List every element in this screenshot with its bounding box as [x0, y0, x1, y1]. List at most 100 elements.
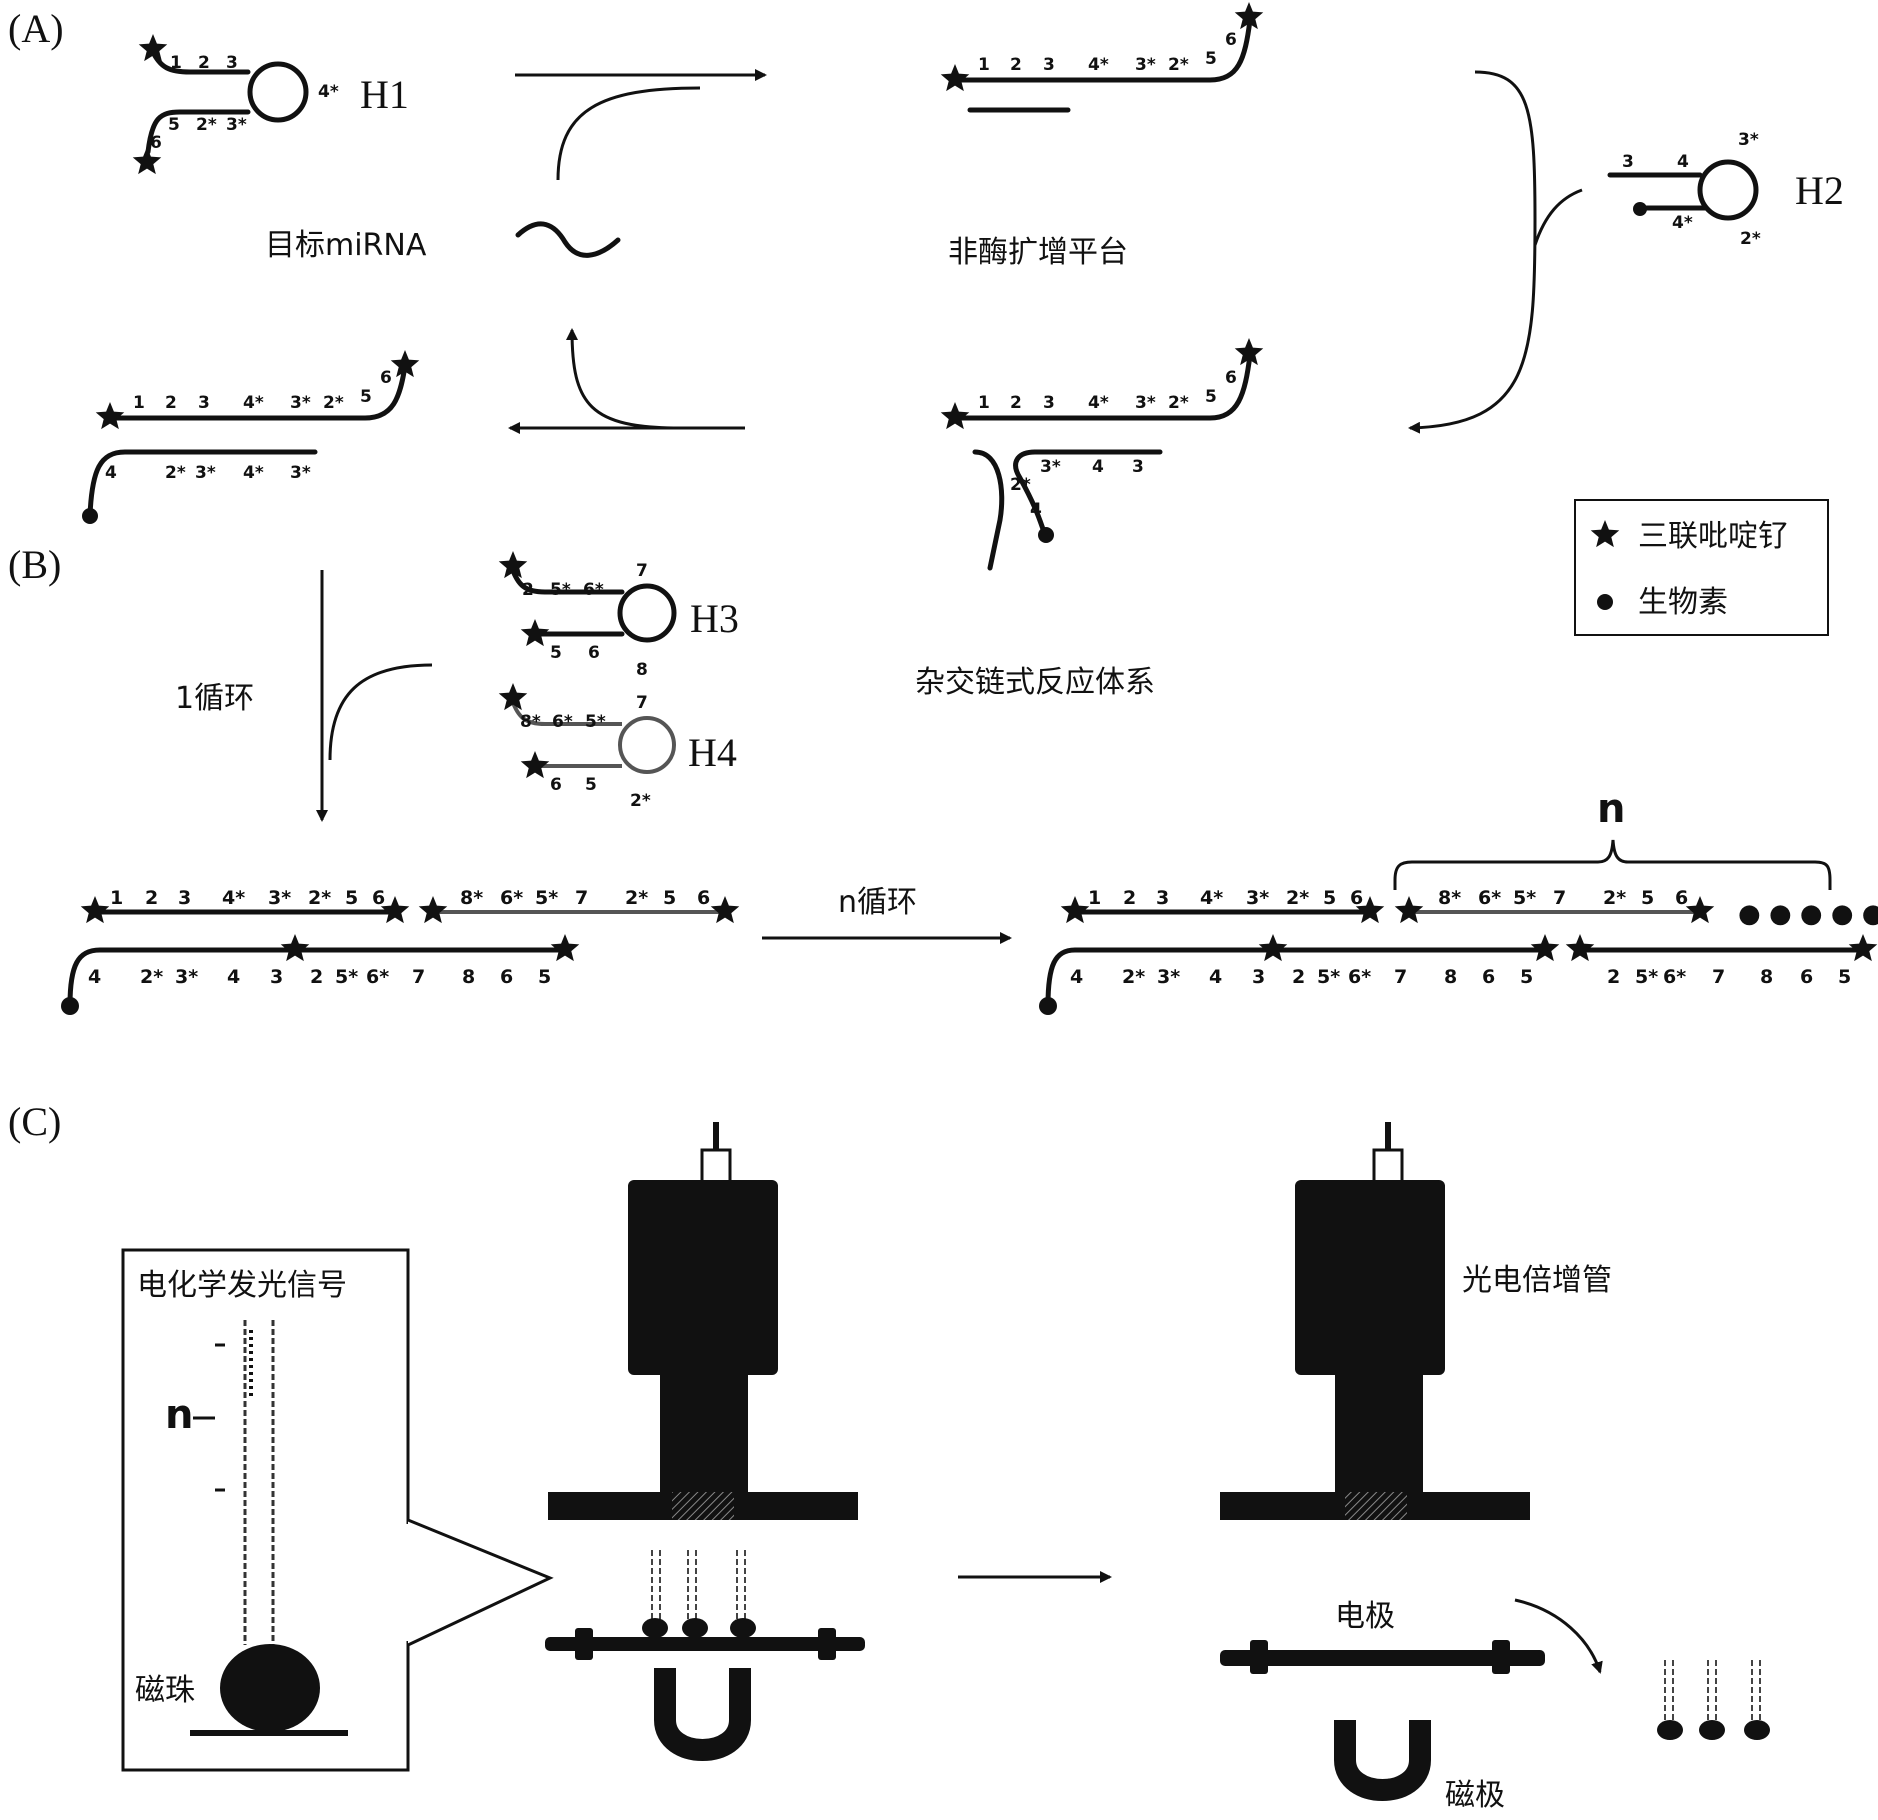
ru-star-icon — [1565, 934, 1595, 962]
biotin-dot-icon — [61, 997, 79, 1015]
hairpin-h1: 1 2 3 4* 5 2* 3* 6 H1 — [132, 34, 409, 175]
hairpin-label-h2: H2 — [1795, 168, 1844, 213]
ru-star-icon — [95, 402, 125, 430]
segment-label: 6 — [1675, 887, 1688, 909]
segment-label: 2* — [1740, 229, 1761, 249]
segment-label: 3 — [1132, 457, 1144, 477]
segment-label: 3* — [290, 393, 311, 413]
segment-label: 2* — [625, 887, 648, 909]
segment-label: 2 — [198, 53, 210, 73]
platform-label: 非酶扩增平台 — [948, 235, 1128, 270]
bead-label: 磁珠 — [135, 1673, 195, 1708]
segment-label: 4* — [1672, 213, 1693, 233]
segment-label: 4 — [1070, 966, 1083, 988]
segment-label: 3* — [268, 887, 291, 909]
hairpin-h2: 3 4 3* 4* 2* H2 — [1607, 130, 1844, 249]
segment-label: 7 — [636, 561, 648, 581]
segment-label: 7 — [636, 693, 648, 713]
legend: 三联吡啶钌 生物素 — [1574, 499, 1829, 636]
panel-label-a: (A) — [8, 6, 64, 51]
magnetic-bead — [220, 1644, 320, 1732]
segment-label: 2* — [1286, 887, 1309, 909]
segment-label: 6* — [1478, 887, 1501, 909]
segment-label: 2 — [1010, 393, 1022, 413]
segment-label: 4* — [243, 463, 264, 483]
hcr-intermediate-complex: 2* 3* 4 3 4 — [940, 338, 1264, 571]
segment-label: 3* — [1246, 887, 1269, 909]
segment-label: 2 — [1123, 887, 1136, 909]
ru-star-icon — [710, 896, 740, 924]
segment-label: 2* — [165, 463, 186, 483]
segment-label: 2* — [1168, 55, 1189, 75]
ru-star-icon — [1848, 934, 1878, 962]
segment-label: 5 — [360, 387, 372, 407]
segment-label: 6* — [552, 712, 573, 732]
segment-label: 5* — [550, 580, 571, 600]
electrode-label: 电极 — [1335, 1599, 1395, 1634]
segment-label: 4* — [1200, 887, 1223, 909]
segment-label: 5 — [538, 966, 551, 988]
segment-label: 1 — [978, 393, 990, 413]
segment-label: 6 — [1225, 30, 1237, 50]
segment-label: 2* — [1168, 393, 1189, 413]
segment-label: 6 — [550, 775, 562, 795]
segment-label: 2 — [145, 887, 158, 909]
segment-label: 2 — [165, 393, 177, 413]
biotin-dot-icon — [1038, 527, 1054, 543]
segment-label: 8* — [460, 887, 483, 909]
segment-label: 3* — [1135, 55, 1156, 75]
continuation-dots: ● ● ● ● ● ● — [1738, 899, 1878, 929]
ru-star-icon — [550, 934, 580, 962]
segment-label: 8 — [1760, 966, 1773, 988]
segment-label: 4 — [88, 966, 101, 988]
ru-star-icon — [1530, 934, 1560, 962]
segment-label: 3 — [1622, 152, 1634, 172]
segment-label: 1 — [1088, 887, 1101, 909]
segment-label: 6 — [697, 887, 710, 909]
segment-label: 6* — [1348, 966, 1371, 988]
segment-label: 4* — [1088, 55, 1109, 75]
biotin-dot-icon — [82, 508, 98, 524]
segment-label: 5 — [1205, 49, 1217, 69]
biotin-dot-icon — [1039, 997, 1057, 1015]
segment-label: 2* — [1122, 966, 1145, 988]
hcr-product-1-cycle — [61, 896, 740, 1015]
segment-label: 3* — [290, 463, 311, 483]
segment-label: 6* — [583, 580, 604, 600]
segment-label: 1 — [170, 53, 182, 73]
segment-label: 5* — [335, 966, 358, 988]
segment-label: 4* — [318, 82, 339, 102]
segment-label: 5* — [585, 712, 606, 732]
segment-label: 6 — [372, 887, 385, 909]
segment-label: 8 — [462, 966, 475, 988]
cycle-n-label: n循环 — [838, 885, 917, 920]
hairpin-label-h3: H3 — [690, 596, 739, 641]
segment-label: 3 — [178, 887, 191, 909]
segment-label: 3 — [226, 53, 238, 73]
segment-label: 3 — [1043, 393, 1055, 413]
ru-star-icon — [1060, 896, 1090, 924]
pmt-detector-left — [548, 1122, 858, 1520]
legend-biotin-label: 生物素 — [1638, 585, 1728, 620]
pmt-detector-right: 光电倍增管 — [1220, 1122, 1612, 1520]
hairpin-h3: 2 5* 6* 7 5 6 8 H3 — [498, 551, 739, 680]
ecl-signal-label: 电化学发光信号 — [137, 1268, 347, 1303]
segment-label: 5 — [585, 775, 597, 795]
segment-label: 7 — [1394, 966, 1407, 988]
electrode-right: 电极 磁极 — [1220, 1598, 1770, 1813]
opened-h1-complex — [940, 2, 1264, 113]
biotin-dot-icon — [1633, 202, 1647, 216]
hairpin-label-h4: H4 — [688, 730, 737, 775]
ru-star-icon — [418, 896, 448, 924]
segment-label: 3* — [195, 463, 216, 483]
segment-label: 4 — [1209, 966, 1222, 988]
segment-label: 2 — [1292, 966, 1305, 988]
pmt-label: 光电倍增管 — [1462, 1263, 1612, 1298]
segment-label: 5 — [663, 887, 676, 909]
biotin-dot-icon — [1597, 594, 1613, 610]
legend-ru-label: 三联吡啶钌 — [1638, 519, 1788, 554]
segment-label: 6 — [380, 368, 392, 388]
h1-h2-duplex — [82, 350, 420, 524]
segment-label: 3* — [1738, 130, 1759, 150]
segment-label: 6* — [366, 966, 389, 988]
